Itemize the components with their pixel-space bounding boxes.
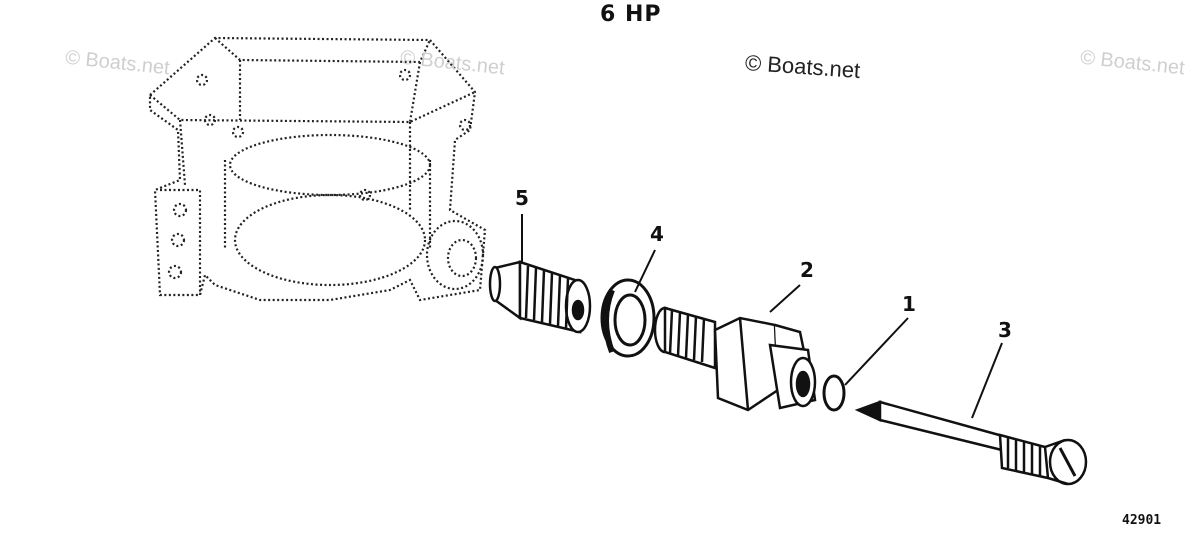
callout-3: 3 — [998, 318, 1012, 342]
leader-3 — [971, 342, 1003, 419]
diagram-title: 6 HP — [600, 2, 662, 27]
drawing-number: 42901 — [1122, 513, 1162, 528]
leader-lines — [521, 214, 1003, 419]
leader-4 — [634, 249, 656, 293]
part-3-needle — [854, 400, 1088, 486]
leader-1 — [844, 317, 909, 386]
callout-5: 5 — [515, 186, 529, 210]
callout-2: 2 — [800, 258, 814, 282]
callout-4: 4 — [650, 222, 664, 246]
callout-1: 1 — [902, 292, 916, 316]
carburetor-body — [148, 36, 487, 302]
part-5-jet — [488, 260, 592, 334]
part-4-gasket — [600, 278, 656, 358]
leader-2 — [769, 284, 801, 313]
part-1-oring — [822, 374, 846, 412]
part-2-fitting — [653, 306, 817, 412]
